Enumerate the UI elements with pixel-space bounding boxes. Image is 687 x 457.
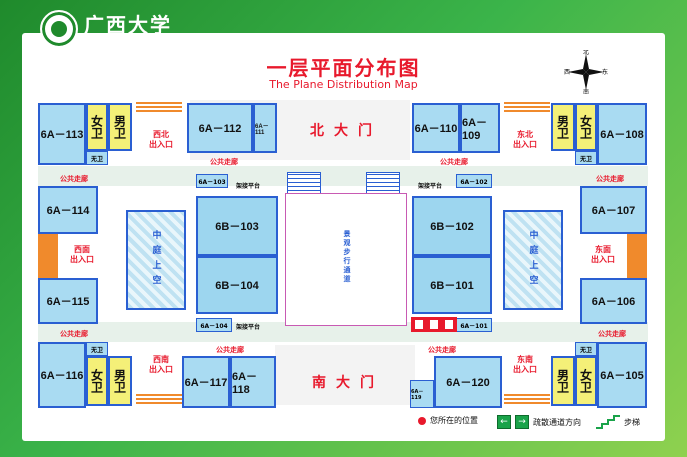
landscape-walkway: 景观步行通道 — [285, 193, 407, 326]
room-6a-105[interactable]: 6A－105 — [597, 342, 647, 408]
legend-stairs-label: 步梯 — [624, 417, 640, 427]
corridor-label-ne: 公共走廊 — [596, 175, 624, 183]
legend-you-are-here-label: 您所在的位置 — [430, 416, 478, 425]
room-6a-114[interactable]: 6A－114 — [38, 186, 98, 234]
wc-female-se[interactable]: 女卫 — [575, 356, 597, 406]
arrow-left-icon: ← — [497, 415, 511, 429]
platform-label-nw: 架接平台 — [236, 183, 261, 190]
north-corridor — [38, 166, 648, 186]
room-6a-110[interactable]: 6A－110 — [412, 103, 460, 153]
compass-south: 南 — [583, 88, 589, 94]
wc-small-se: 无卫 — [575, 342, 597, 356]
stairs-se — [504, 394, 550, 404]
room-6a-104[interactable]: 6A－104 — [196, 318, 232, 332]
wc-male-se[interactable]: 男卫 — [551, 356, 575, 406]
east-exit-door — [627, 234, 647, 278]
room-6b-104[interactable]: 6B－104 — [196, 256, 278, 314]
room-6a-119[interactable]: 6A－119 — [410, 380, 434, 408]
wc-male-sw[interactable]: 男卫 — [108, 356, 132, 406]
room-6a-120[interactable]: 6A－120 — [434, 356, 502, 408]
west-exit-door — [38, 234, 58, 278]
south-gate-label: 南大门 — [312, 375, 384, 391]
south-corridor — [38, 322, 648, 342]
corridor-label-sw: 公共走廊 — [60, 330, 88, 338]
wc-small-ne: 无卫 — [575, 151, 597, 165]
stairs-ne — [504, 102, 550, 112]
compass-icon: 北 南 西 东 — [564, 50, 608, 94]
exit-east: 东面 出入口 — [591, 245, 615, 264]
corridor-label-se: 公共走廊 — [598, 330, 626, 338]
legend-you-are-here: 您所在的位置 — [418, 415, 478, 426]
courtyard-west-label: 中庭上空 — [150, 230, 161, 290]
room-6a-117[interactable]: 6A－117 — [182, 356, 230, 408]
logo-name-cn: 广西大学 — [84, 13, 172, 37]
landscape-walkway-label: 景观步行通道 — [343, 230, 351, 284]
platform-label-ne: 架接平台 — [418, 183, 443, 190]
room-6a-116[interactable]: 6A－116 — [38, 342, 86, 408]
room-6a-101[interactable]: 6A－101 — [456, 318, 492, 332]
wc-small-nw: 无卫 — [86, 151, 108, 165]
room-6a-113[interactable]: 6A－113 — [38, 103, 86, 165]
exit-southwest: 西南 出入口 — [149, 355, 173, 374]
wc-female-nw[interactable]: 女卫 — [86, 103, 108, 151]
university-logo: 广西大学 GUANGXI UNIVERSITY — [40, 10, 175, 48]
room-6b-102[interactable]: 6B－102 — [412, 196, 492, 256]
compass-west: 西 — [564, 69, 570, 76]
wc-male-nw[interactable]: 男卫 — [108, 103, 132, 151]
room-6a-118[interactable]: 6A－118 — [230, 356, 276, 408]
room-6a-102[interactable]: 6A－102 — [456, 174, 492, 188]
room-6a-107[interactable]: 6A－107 — [580, 186, 647, 234]
location-dot-icon — [418, 416, 426, 425]
stairs-sw — [136, 394, 182, 404]
legend-evac-label: 疏散通道方向 — [533, 417, 581, 427]
corridor-label-n2: 公共走廊 — [440, 158, 468, 166]
wc-female-ne[interactable]: 女卫 — [575, 103, 597, 151]
you-are-here-marker — [411, 317, 457, 332]
stairs-icon — [596, 415, 620, 429]
corridor-label-s1: 公共走廊 — [216, 346, 244, 354]
wc-female-sw[interactable]: 女卫 — [86, 356, 108, 406]
page-title: 一层平面分布图 — [266, 56, 421, 80]
corridor-label-nw: 公共走廊 — [60, 175, 88, 183]
room-6a-106[interactable]: 6A－106 — [580, 278, 647, 324]
compass-north: 北 — [583, 50, 589, 56]
room-6a-115[interactable]: 6A－115 — [38, 278, 98, 324]
legend-evac: ← → 疏散通道方向 — [497, 415, 581, 429]
courtyard-east: 中庭上空 — [503, 210, 563, 310]
south-hall — [275, 345, 415, 405]
logo-name-en: GUANGXI UNIVERSITY — [84, 35, 176, 43]
wc-male-ne[interactable]: 男卫 — [551, 103, 575, 151]
north-gate-label: 北大门 — [310, 123, 382, 139]
wc-small-sw: 无卫 — [86, 342, 108, 356]
exit-northeast: 东北 出入口 — [513, 130, 537, 149]
room-6a-112[interactable]: 6A－112 — [187, 103, 253, 153]
arrow-right-icon: → — [515, 415, 529, 429]
room-6b-103[interactable]: 6B－103 — [196, 196, 278, 256]
room-6a-109[interactable]: 6A－109 — [460, 103, 500, 153]
university-seal-icon — [40, 10, 78, 48]
stairs-nw — [136, 102, 182, 112]
platform-label-sw: 架接平台 — [236, 324, 261, 331]
compass-east: 东 — [602, 68, 608, 76]
exit-west: 西面 出入口 — [70, 245, 94, 264]
room-6a-103[interactable]: 6A－103 — [196, 174, 228, 188]
room-6a-111[interactable]: 6A－111 — [253, 103, 277, 153]
legend-stairs: 步梯 — [596, 415, 640, 429]
courtyard-east-label: 中庭上空 — [527, 230, 538, 290]
corridor-label-n1: 公共走廊 — [210, 158, 238, 166]
page-subtitle: The Plane Distribution Map — [269, 78, 418, 91]
courtyard-west: 中庭上空 — [126, 210, 186, 310]
corridor-label-s2: 公共走廊 — [428, 346, 456, 354]
exit-southeast: 东南 出入口 — [513, 355, 537, 374]
room-6b-101[interactable]: 6B－101 — [412, 256, 492, 314]
room-6a-108[interactable]: 6A－108 — [597, 103, 647, 165]
exit-northwest: 西北 出入口 — [149, 130, 173, 149]
